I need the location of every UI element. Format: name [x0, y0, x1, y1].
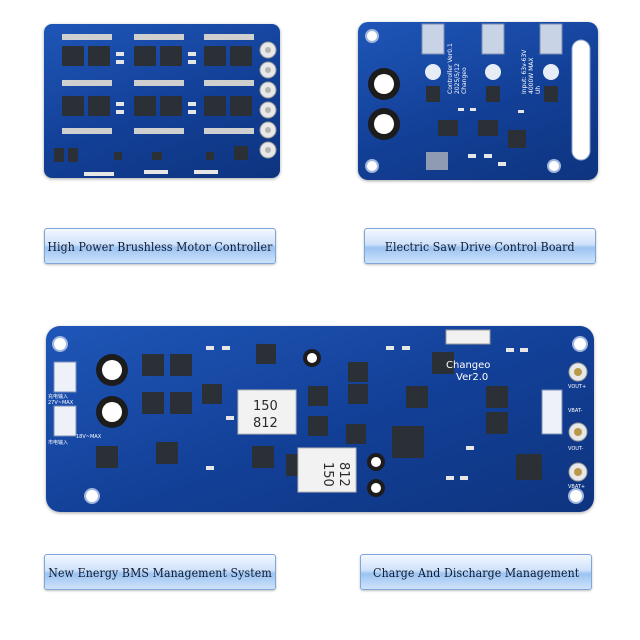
bms-silk-mains-in: 市电输入 — [48, 439, 68, 446]
saw-silk-text-3: Changeo — [461, 67, 468, 94]
bms-silk-18v: 18V~MAX — [76, 434, 102, 440]
bms-inductor2-line2: 812 — [336, 462, 351, 487]
bms-inductor2-line1: 150 — [320, 462, 335, 487]
bms-silk-vout-plus: VOUT+ — [568, 384, 586, 390]
bms-silk-version: Ver2.0 — [456, 372, 488, 383]
bms-silk-charge-in: 充电输入 — [48, 393, 68, 400]
saw-drive-board-image: Controller Ver0.1 2025/5/12 Changeo Inpu… — [358, 22, 598, 180]
bms-caption-text: New Energy BMS Management System — [48, 564, 272, 580]
saw-drive-caption-text: Electric Saw Drive Control Board — [385, 238, 575, 254]
saw-drive-caption: Electric Saw Drive Control Board — [364, 228, 596, 264]
bms-silk-vbat-plus: VBAT+ — [568, 484, 585, 490]
saw-silk-text-5: 4000W MAX — [528, 57, 535, 94]
bms-inductor1-line2: 812 — [253, 416, 278, 431]
saw-silk-text-6: Uh — [535, 86, 542, 94]
bms-silk-brand: Changeo — [446, 360, 490, 371]
motor-controller-pcb-art — [54, 34, 277, 176]
bms-silk-27v: 27V~MAX — [48, 400, 74, 406]
bms-caption: New Energy BMS Management System — [44, 554, 276, 590]
bms-board-image: 150 812 150 812 Changeo Ver2.0 充电输入 27V~… — [46, 326, 594, 512]
saw-silk-text-2: 2025/5/12 — [454, 63, 461, 94]
motor-controller-caption: High Power Brushless Motor Controller — [44, 228, 276, 264]
bms-silk-vbat-minus: VBAT- — [568, 408, 582, 414]
bms-inductor1-line1: 150 — [253, 399, 278, 414]
saw-silk-text-1: Controller Ver0.1 — [447, 43, 454, 94]
saw-drive-pcb-art: Controller Ver0.1 2025/5/12 Changeo Inpu… — [365, 23, 591, 173]
bms-pcb-art: 150 812 150 812 Changeo Ver2.0 充电输入 27V~… — [48, 329, 588, 504]
bms-silk-vout-minus: VOUT- — [568, 446, 584, 452]
motor-controller-caption-text: High Power Brushless Motor Controller — [47, 238, 273, 254]
saw-silk-text-4: Input: 63v-63V — [521, 49, 528, 94]
charge-discharge-caption: Charge And Discharge Management — [360, 554, 592, 590]
charge-discharge-caption-text: Charge And Discharge Management — [372, 564, 580, 580]
motor-controller-board-image — [44, 24, 280, 178]
